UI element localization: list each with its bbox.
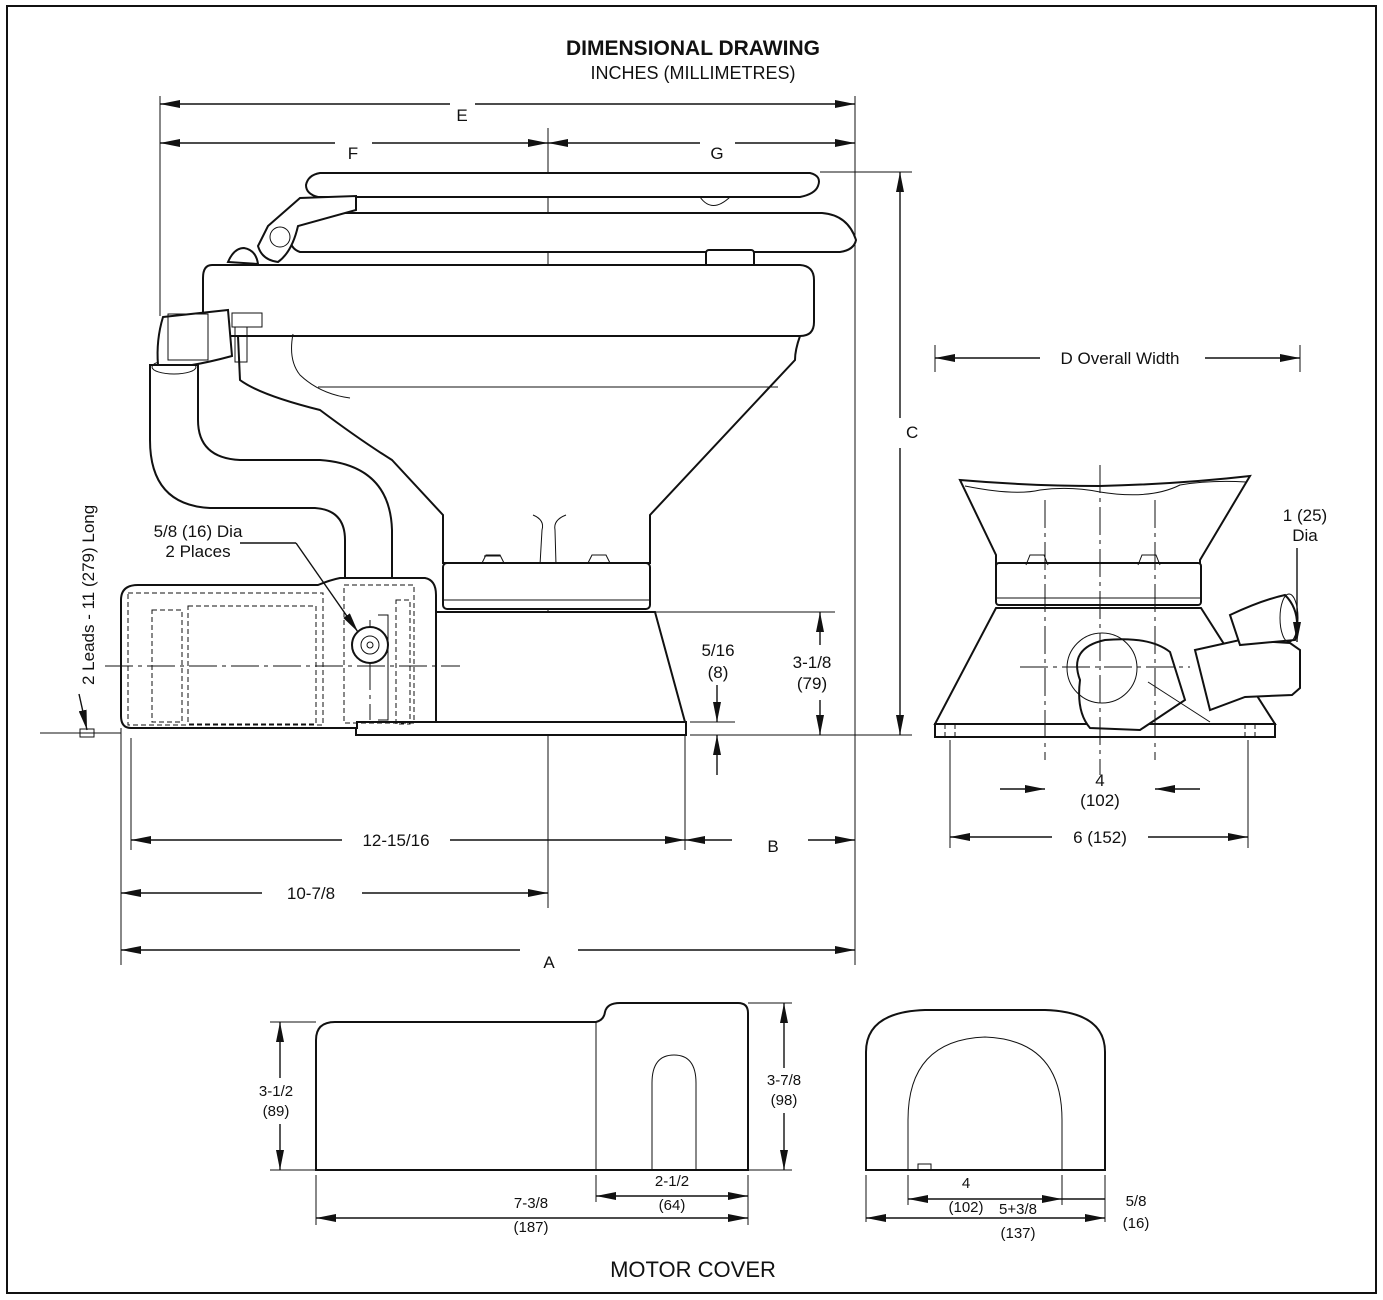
dim-2-1-2: 2-1/2 [655,1173,689,1190]
side-dimensions: E F G C 3-1/8 (79) 5/16 (8) 12-15/16 B 1… [78,100,918,972]
dim-12-15-16: 12-15/16 [362,831,429,850]
dim-bolt-4-mm: (102) [1080,791,1120,810]
dim-g-label: G [710,144,723,163]
dim-bolt-4: 4 [1095,771,1104,790]
dim-3-7-8-mm: (98) [771,1092,798,1109]
dim-c-label: C [906,423,918,442]
dim-end-5-8: 5/8 [1126,1193,1147,1210]
dim-3-1-2-mm: (89) [263,1103,290,1120]
holes-label-1: 5/8 (16) Dia [154,522,243,541]
dim-end-4: 4 [962,1175,970,1192]
drawing-title: DIMENSIONAL DRAWING [566,37,820,60]
dim-end-5-8-mm: (16) [1123,1215,1150,1232]
motor-cover-end [865,1009,1106,1222]
dim-3-1-2: 3-1/2 [259,1083,293,1100]
dim-pipe-dia-word: Dia [1292,526,1318,545]
dim-7-3-8-mm: (187) [513,1219,548,1236]
dim-pipe-dia: 1 (25) [1283,506,1327,525]
dim-2-1-2-mm: (64) [659,1197,686,1214]
dim-end-5-3-8-mm: (137) [1000,1225,1035,1242]
dim-7-3-8: 7-3/8 [514,1195,548,1212]
dim-3-1-8: 3-1/8 [793,653,832,672]
holes-label-2: 2 Places [165,542,230,561]
dim-base-6: 6 (152) [1073,828,1127,847]
dim-5-16: 5/16 [701,641,734,660]
drawing-subtitle: INCHES (MILLIMETRES) [590,63,795,83]
motor-cover-caption: MOTOR COVER [610,1257,776,1282]
dim-f-label: F [348,144,358,163]
dim-end-4-mm: (102) [948,1199,983,1216]
dim-e-label: E [456,106,467,125]
end-dimensions: D Overall Width 1 (25) Dia 4 (102) 6 (15… [935,349,1327,847]
dim-5-16-mm: (8) [708,663,729,682]
side-view [40,96,912,965]
motor-cover-dimensions: 3-1/2 (89) 3-7/8 (98) 2-1/2 (64) 7-3/8 (… [259,1003,801,1236]
dim-end-5-3-8: 5+3/8 [999,1201,1037,1218]
dim-3-1-8-mm: (79) [797,674,827,693]
dim-d-overall-width: D Overall Width [1060,349,1179,368]
dim-b-label: B [767,837,778,856]
end-view [933,345,1301,848]
motor-cover-side [270,1002,792,1225]
dim-a-label: A [543,953,555,972]
drawing-frame [6,5,1377,1294]
leads-label: 2 Leads - 11 (279) Long [79,505,98,685]
motor-cover-end-dimensions: 4 (102) 5+3/8 (137) 5/8 (16) [866,1175,1149,1242]
dim-10-7-8: 10-7/8 [287,884,335,903]
dim-3-7-8: 3-7/8 [767,1072,801,1089]
